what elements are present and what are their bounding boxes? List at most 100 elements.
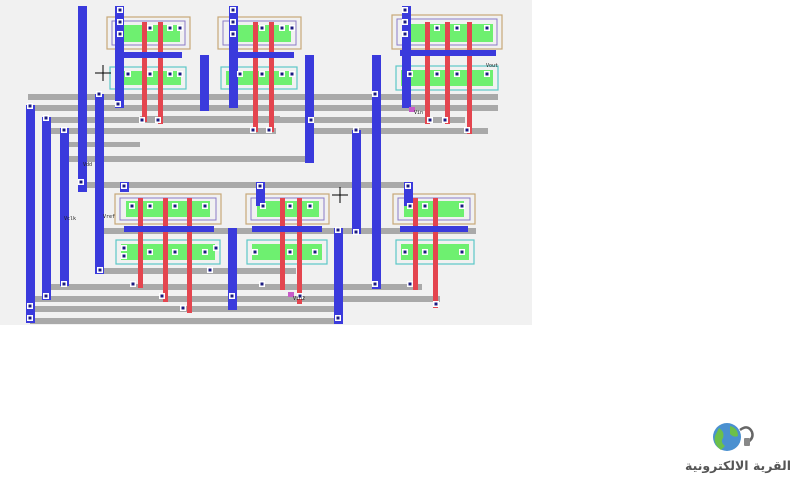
contact-core — [44, 116, 48, 120]
contact-core — [460, 204, 464, 208]
contact-core — [408, 282, 412, 286]
contact-core — [156, 118, 160, 122]
contact-core — [308, 204, 312, 208]
metal2-rail — [95, 94, 104, 274]
contact-core — [230, 294, 234, 298]
contact-core — [460, 250, 464, 254]
poly-gate — [138, 198, 143, 288]
pselect-outline — [111, 20, 186, 46]
net-label-vclk: Vclk — [64, 216, 76, 222]
net-label-vdd: Vdd — [83, 162, 92, 168]
contact-core — [258, 184, 262, 188]
poly-gate — [413, 198, 418, 290]
poly-gate — [297, 198, 302, 304]
contact-core — [122, 184, 126, 188]
metal2-rail — [334, 228, 343, 324]
metal2-strap — [230, 52, 294, 58]
poly-gate — [142, 22, 147, 122]
poly-gate — [445, 22, 450, 124]
metal2-rail — [200, 55, 209, 111]
contact-core — [261, 204, 265, 208]
net-label-vin: Vin — [414, 110, 423, 116]
active-region — [115, 71, 181, 85]
contact-core — [28, 316, 32, 320]
nselect-outline — [246, 239, 328, 265]
globe-with-plug-icon — [713, 423, 754, 451]
contact-core — [118, 20, 122, 24]
poly-gate — [269, 22, 274, 132]
contact-core — [403, 8, 407, 12]
ic-layout-canvas: Vout Vin Vdd Vclk Vref Vin2 — [0, 0, 532, 325]
net-label-vref: Vref — [103, 214, 115, 220]
contact-core — [408, 72, 412, 76]
metal2-rail — [115, 6, 124, 108]
pselect-outline — [250, 197, 325, 221]
poly-gate — [280, 198, 285, 290]
contact-core — [28, 304, 32, 308]
metal2-strap — [400, 226, 468, 232]
contact-core — [238, 72, 242, 76]
contact-core — [465, 128, 469, 132]
contact-core — [288, 204, 292, 208]
site-logo: القرية الالكترونية — [682, 418, 794, 482]
contact-core — [403, 250, 407, 254]
contact-core — [148, 204, 152, 208]
pin-marker — [409, 107, 415, 112]
contact-core — [122, 246, 126, 250]
nwell-outline — [245, 193, 330, 225]
contact-core — [406, 184, 410, 188]
contact-core — [290, 72, 294, 76]
contact-core — [148, 26, 152, 30]
poly-gate — [253, 22, 258, 132]
nselect-outline — [220, 66, 298, 90]
contact-core — [408, 204, 412, 208]
contact-core — [126, 72, 130, 76]
contact-core — [181, 306, 185, 310]
nwell-outline — [217, 16, 302, 50]
contact-core — [267, 128, 271, 132]
contact-core — [373, 282, 377, 286]
metal2-rail — [42, 117, 51, 300]
contact-core — [118, 8, 122, 12]
contact-core — [280, 26, 284, 30]
pin-markers — [288, 107, 415, 297]
contacts — [27, 7, 490, 321]
poly-gates — [138, 22, 472, 313]
nselect-outline — [109, 66, 187, 90]
metal2-strap — [400, 50, 496, 56]
contact-core — [403, 20, 407, 24]
poly-gate — [433, 198, 438, 308]
metal2-rail — [404, 182, 413, 206]
contact-core — [79, 180, 83, 184]
crosshair-markers — [95, 65, 348, 203]
metal1-track — [48, 128, 276, 134]
contact-core — [44, 294, 48, 298]
metal1-track — [140, 116, 280, 121]
contact-core — [313, 250, 317, 254]
metal2-straps — [120, 50, 496, 232]
metal2-rail — [60, 128, 69, 286]
metal2-rail — [256, 182, 265, 206]
metal2-vertical-rails — [26, 6, 413, 324]
pselect-outline — [222, 20, 297, 46]
contact-core — [140, 118, 144, 122]
metal2-rail — [372, 55, 381, 289]
contact-core — [122, 254, 126, 258]
contact-core — [231, 32, 235, 36]
contact-core — [131, 282, 135, 286]
contact-core — [485, 26, 489, 30]
metal2-strap — [252, 226, 322, 232]
metal2-rail — [78, 6, 87, 192]
pin-marker — [288, 292, 294, 297]
contact-core — [428, 118, 432, 122]
metal2-rail — [402, 6, 411, 108]
contact-core — [435, 72, 439, 76]
contact-core — [231, 20, 235, 24]
contact-core — [116, 102, 120, 106]
contact-core — [485, 72, 489, 76]
contact-core — [290, 26, 294, 30]
contact-core — [97, 92, 101, 96]
contact-core — [178, 72, 182, 76]
contact-core — [354, 230, 358, 234]
contact-core — [336, 228, 340, 232]
